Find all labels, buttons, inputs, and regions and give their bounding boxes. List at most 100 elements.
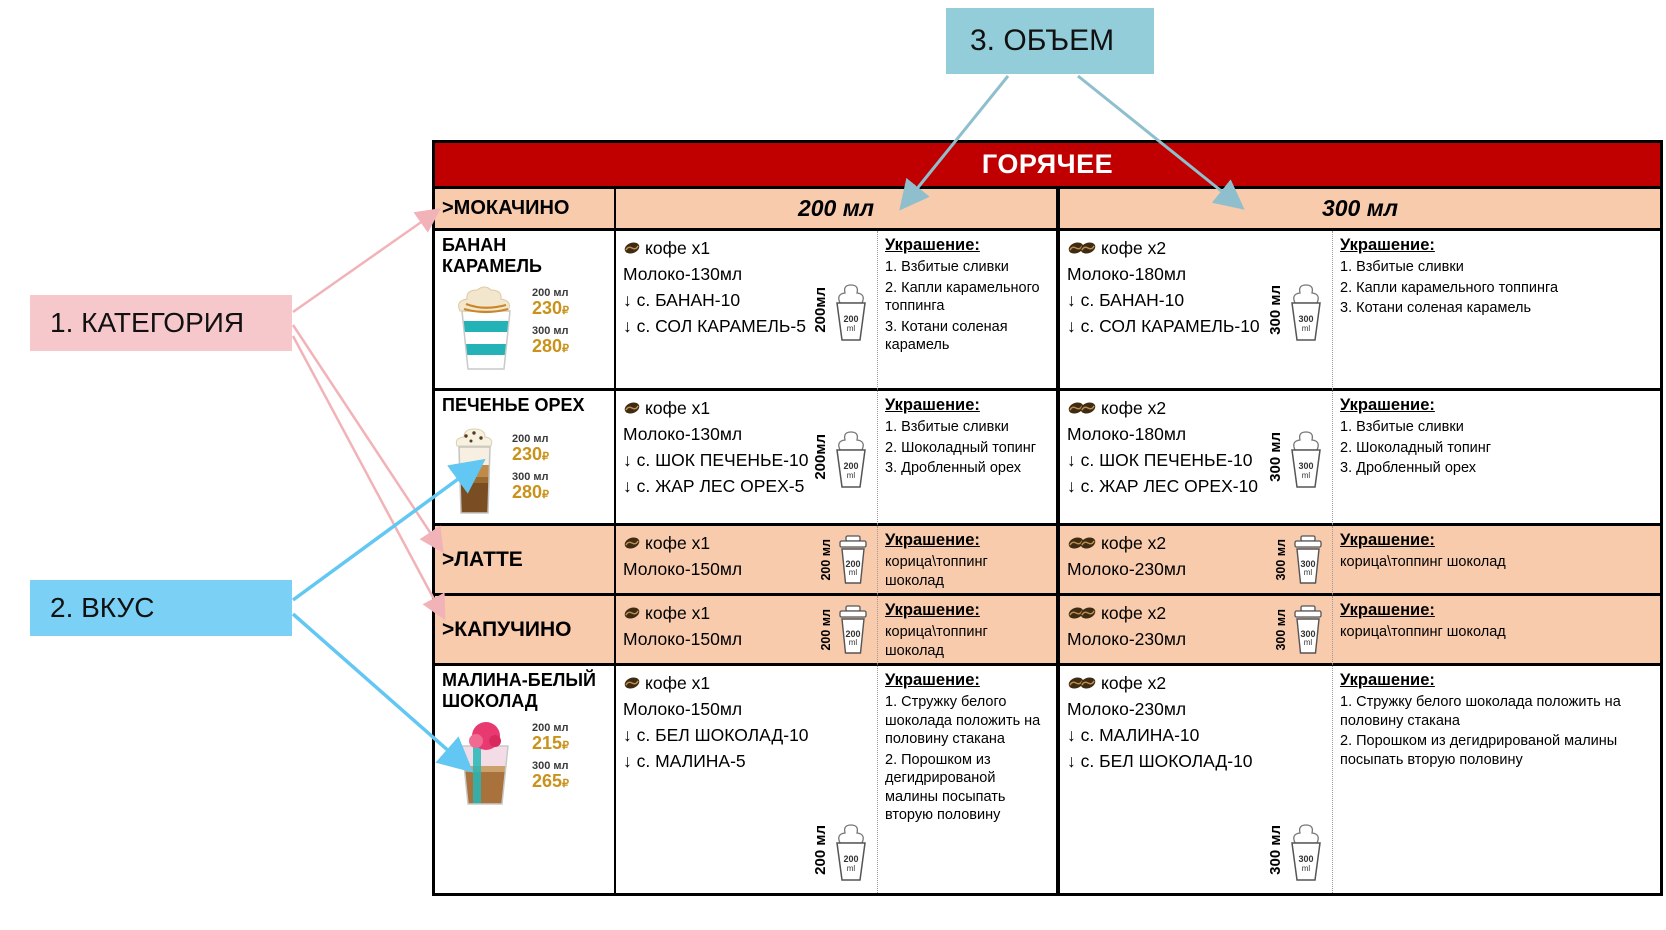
coffee-bean-icon (1079, 536, 1097, 550)
decoration-item: 1. Стружку белого шоколада положить на п… (885, 694, 1041, 748)
cup-volume-label: 300 мл (1267, 432, 1284, 482)
menu-table: ГОРЯЧЕЕ >МОКАЧИНО 200 мл 300 мл БАНАН КА… (432, 140, 1663, 896)
recipe-lines: Молоко-180мл↓ с. БАНАН-10↓ с. СОЛ КАРАМЕ… (1067, 261, 1325, 339)
currency-symbol: ₽ (562, 740, 570, 753)
coffee-bean-icon (1079, 401, 1097, 415)
recipe-line: ↓ с. БЕЛ ШОКОЛАД-10 (1067, 751, 1253, 771)
coffee-dose-label: кофе x2 (1101, 238, 1167, 258)
cup-volume-label: 200мл (812, 286, 829, 333)
coffee-dose: кофе x1 (623, 395, 870, 421)
coffee-dose: кофе x1 (623, 530, 870, 556)
decoration-item: корица\топпинг шоколад (885, 554, 988, 589)
coffee-dose-label: кофе x1 (645, 673, 711, 693)
decoration-title: Украшение: (885, 601, 980, 619)
lid-cup-icon: 200 ml (839, 534, 867, 584)
product-name: МАЛИНА-БЕЛЫЙ ШОКОЛАД (442, 670, 596, 711)
price-volume-label: 300 мл (512, 470, 549, 483)
recipe-300-cell-latte: кофе x2 Молоко-230мл 300 мл 300 ml (1060, 526, 1333, 596)
recipe-200-cell-cookie: кофе x1 Молоко-130мл↓ с. ШОК ПЕЧЕНЬЕ-10↓… (616, 391, 878, 526)
coffee-dose-label: кофе x1 (645, 603, 711, 623)
price-value: 280 (512, 481, 543, 502)
decoration-item: корица\топпинг шоколад (885, 624, 988, 659)
recipe-lines: Молоко-130мл↓ с. БАНАН-10↓ с. СОЛ КАРАМЕ… (623, 261, 870, 339)
svg-text:ml: ml (1304, 568, 1313, 577)
price-value: 230 (532, 298, 563, 319)
coffee-bean-icon (1079, 241, 1097, 255)
cup-volume-label: 300 мл (1273, 608, 1288, 651)
recipe-lines: Молоко-150мл (623, 626, 870, 652)
coffee-dose: кофе x1 (623, 670, 870, 696)
decoration-item: 2. Капли карамельного топпинга (1340, 279, 1559, 296)
decoration-item: 3. Дробленный орех (1340, 460, 1476, 477)
price-volume-label: 300 мл (532, 760, 569, 773)
svg-text:200: 200 (845, 629, 860, 639)
svg-text:300: 300 (1298, 461, 1313, 471)
cup-volume-label: 300 мл (1267, 825, 1284, 875)
decoration-300-cell-latte: Украшение: корица\топпинг шоколад (1333, 526, 1660, 596)
decoration-items: 1. Стружку белого шоколада положить на п… (885, 693, 1049, 825)
recipe-line: ↓ с. ШОК ПЕЧЕНЬЕ-10 (623, 450, 809, 470)
cup-200-icon: 200 мл 200 ml (819, 604, 874, 656)
recipe-line: Молоко-180мл (1067, 424, 1187, 444)
decoration-item: 2. Шоколадный топинг (885, 439, 1037, 456)
svg-text:ml: ml (847, 864, 856, 873)
recipe-lines: Молоко-150мл (623, 556, 870, 582)
arrow-category-latte (291, 324, 444, 554)
recipe-line: Молоко-130мл (623, 264, 743, 284)
header-200ml-cell: 200 мл (616, 189, 1060, 231)
cup-volume-label: 200мл (812, 434, 829, 480)
product-media: 200 мл 230₽ 300 мл 280₽ (442, 279, 607, 371)
recipe-200-cell-raspberry: кофе x1 Молоко-150мл↓ с. БЕЛ ШОКОЛАД-10↓… (616, 666, 878, 893)
recipe-line: Молоко-230мл (1067, 629, 1187, 649)
header-category-cell: >МОКАЧИНО (435, 189, 616, 231)
svg-text:300: 300 (1298, 314, 1313, 324)
category-label: >ЛАТТЕ (442, 547, 523, 571)
decoration-title: Украшение: (1340, 531, 1435, 549)
decoration-item: 1. Взбитые сливки (1340, 419, 1464, 436)
arrow-category-cappuccino (291, 335, 446, 621)
decoration-items: корица\топпинг шоколад (1340, 623, 1653, 642)
cup-300-icon: 300 мл 300 ml (1267, 817, 1328, 883)
recipe-lines: Молоко-130мл↓ с. ШОК ПЕЧЕНЬЕ-10↓ с. ЖАР … (623, 421, 870, 499)
price-item: 200 мл 215₽ (532, 722, 569, 754)
recipe-lines: Молоко-230мл (1067, 626, 1325, 652)
coffee-dose-label: кофе x1 (645, 398, 711, 418)
svg-text:ml: ml (847, 324, 856, 333)
coffee-dose-label: кофе x2 (1101, 673, 1167, 693)
cup-300-icon: 300 мл 300 ml (1267, 424, 1328, 490)
recipe-lines: Молоко-150мл↓ с. БЕЛ ШОКОЛАД-10↓ с. МАЛИ… (623, 696, 870, 774)
lid-cup-icon: 300 ml (1294, 604, 1322, 654)
cup-volume-label: 300 мл (1273, 538, 1288, 581)
svg-text:ml: ml (1302, 864, 1311, 873)
price-block: 200 мл 230₽ 300 мл 280₽ (532, 287, 569, 357)
coffee-dose: кофе x2 (1067, 670, 1325, 696)
category-cell-cappuccino: >КАПУЧИНО (435, 596, 616, 666)
price-item: 300 мл 265₽ (532, 760, 569, 792)
svg-text:300: 300 (1298, 854, 1313, 864)
decoration-title: Украшение: (885, 671, 980, 689)
svg-text:ml: ml (849, 568, 858, 577)
product-media: 200 мл 215₽ 300 мл 265₽ (442, 714, 607, 806)
callout-category-label: 1. КАТЕГОРИЯ (50, 307, 245, 338)
decoration-item: 2. Капли карамельного топпинга (885, 279, 1040, 315)
decoration-item: 1. Стружку белого шоколада положить на п… (1340, 694, 1621, 729)
decoration-item: 2. Шоколадный топинг (1340, 439, 1492, 456)
svg-text:200: 200 (843, 854, 858, 864)
recipe-line: Молоко-150мл (623, 699, 743, 719)
recipe-300-cell-banana: кофе x2 Молоко-180мл↓ с. БАНАН-10↓ с. СО… (1060, 231, 1333, 391)
svg-text:ml: ml (849, 638, 858, 647)
price-block: 200 мл 230₽ 300 мл 280₽ (512, 433, 549, 503)
decoration-item: 3. Котани соленая карамель (885, 318, 1008, 354)
decoration-300-cell-cappuccino: Украшение: корица\топпинг шоколад (1333, 596, 1660, 666)
coffee-dose: кофе x2 (1067, 235, 1325, 261)
coffee-bean-icon (623, 676, 641, 690)
recipe-line: ↓ с. ЖАР ЛЕС ОРЕХ-5 (623, 476, 805, 496)
price-volume-label: 200 мл (532, 287, 569, 300)
svg-text:300: 300 (1300, 629, 1315, 639)
callout-category: 1. КАТЕГОРИЯ (30, 295, 292, 351)
product-image-cookie-nut (455, 428, 493, 514)
decoration-title: Украшение: (885, 236, 980, 254)
recipe-300-cell-raspberry: кофе x2 Молоко-230мл↓ с. МАЛИНА-10↓ с. Б… (1060, 666, 1333, 893)
